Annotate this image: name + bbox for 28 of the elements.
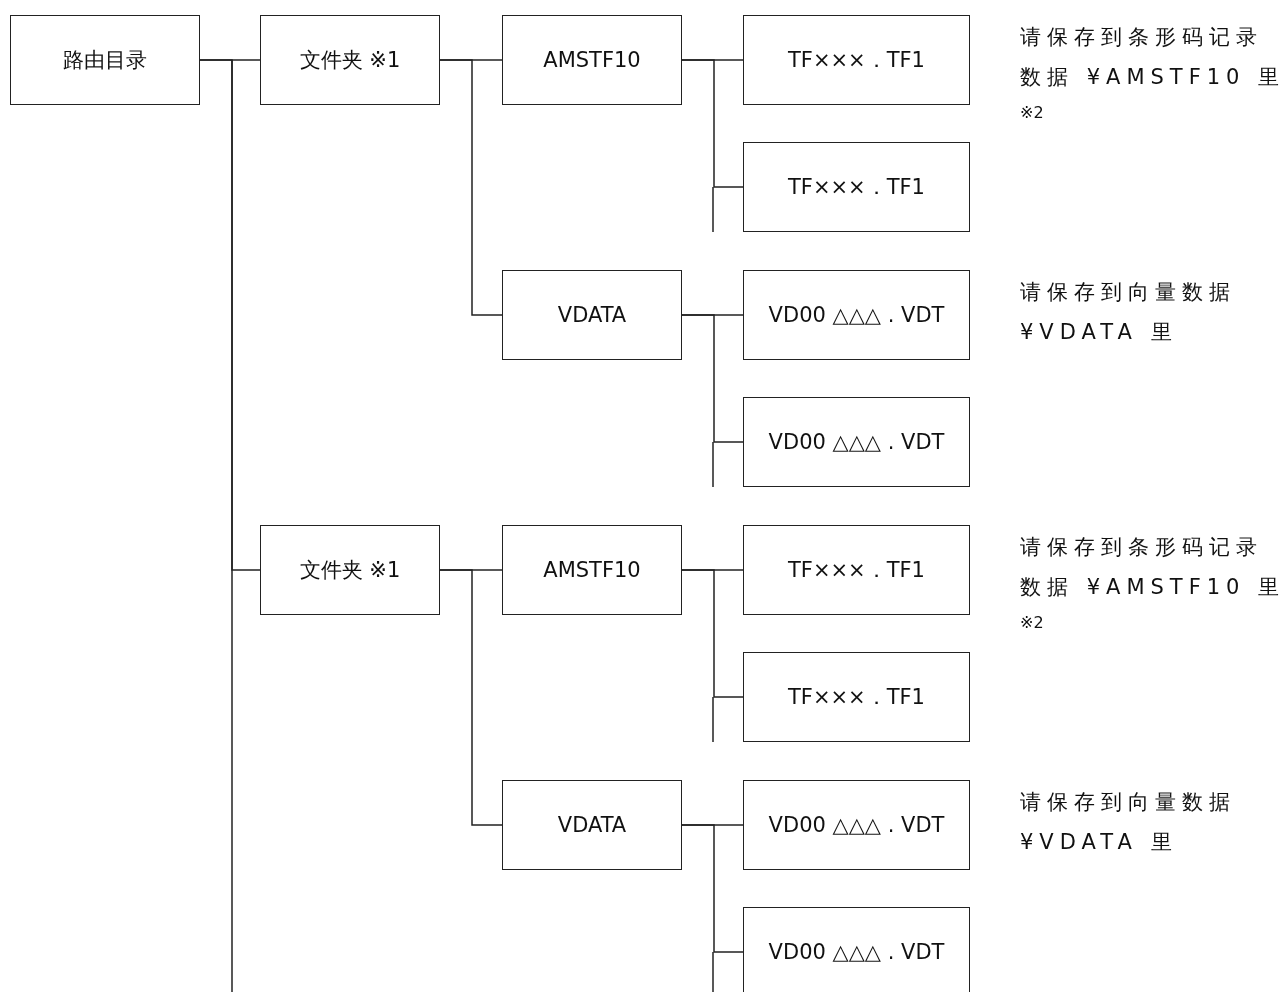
connector-line	[681, 314, 744, 443]
folder-box: 文件夹 ※1	[260, 15, 440, 105]
folder-box: AMSTF10	[502, 15, 682, 105]
folder-box: TF×××．TF1	[743, 142, 970, 232]
root-box: 路由目录	[10, 15, 200, 105]
connector-line	[681, 824, 744, 953]
folder-box: 文件夹 ※1	[260, 525, 440, 615]
folder-box: VDATA	[502, 270, 682, 360]
connector-line	[681, 569, 744, 698]
note-text: 请保存到向量数据 ¥VDATA 里	[1020, 789, 1237, 856]
folder-box: TF×××．TF1	[743, 525, 970, 615]
folder-box: AMSTF10	[502, 525, 682, 615]
note-text: 请保存到条形码记录数据 ¥AMSTF10 里	[1020, 24, 1287, 91]
connector-line	[681, 59, 744, 188]
footnote-mark: ※2	[1020, 103, 1044, 122]
folder-box: TF×××．TF1	[743, 652, 970, 742]
footnote-mark: ※2	[1020, 613, 1044, 632]
connector-line	[439, 569, 503, 826]
note-text: 请保存到向量数据 ¥VDATA 里	[1020, 279, 1237, 346]
folder-box: VDATA	[502, 780, 682, 870]
folder-box: VD00 △△△ . VDT	[743, 397, 970, 487]
connector-line	[199, 59, 261, 571]
connector-line	[439, 59, 503, 316]
folder-box: TF×××．TF1	[743, 15, 970, 105]
folder-box: VD00 △△△ . VDT	[743, 780, 970, 870]
folder-box: VD00 △△△ . VDT	[743, 270, 970, 360]
folder-box: VD00 △△△ . VDT	[743, 907, 970, 992]
note-text: 请保存到条形码记录数据 ¥AMSTF10 里	[1020, 534, 1287, 601]
